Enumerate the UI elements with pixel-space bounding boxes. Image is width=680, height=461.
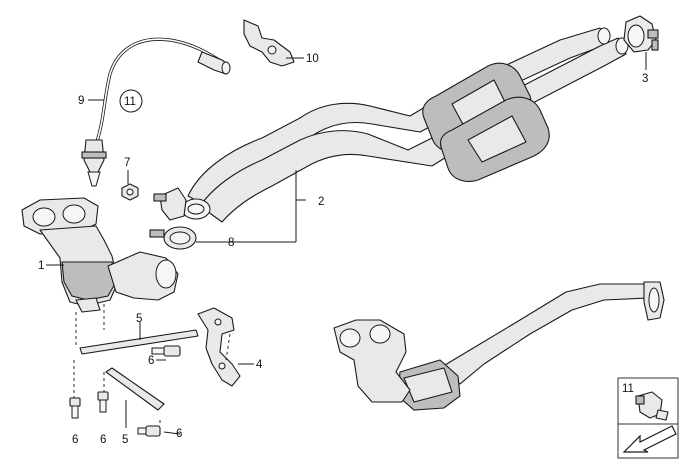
bolt-a[interactable] xyxy=(151,345,181,357)
bolt-c[interactable] xyxy=(97,391,109,413)
clip-icon xyxy=(635,391,669,421)
callout-11-circled: 11 xyxy=(119,89,143,113)
bolt-d[interactable] xyxy=(137,425,161,437)
callout-6-c: 6 xyxy=(100,434,106,446)
svg-text:11: 11 xyxy=(124,96,136,108)
support-strap-lower[interactable] xyxy=(105,367,165,411)
callout-9: 9 xyxy=(78,95,84,107)
callout-10: 10 xyxy=(306,53,319,65)
bolt-b[interactable] xyxy=(69,397,81,419)
callout-6-d: 6 xyxy=(176,428,182,440)
inset-panel: 11 xyxy=(617,377,679,459)
callout-6-b: 6 xyxy=(72,434,78,446)
pipe-clamp-upper[interactable] xyxy=(153,187,187,221)
front-pipe-assembly[interactable] xyxy=(181,27,629,223)
callout-7: 7 xyxy=(124,157,130,169)
callout-3: 3 xyxy=(642,73,648,85)
nut[interactable] xyxy=(121,183,139,201)
callout-8: 8 xyxy=(228,237,234,249)
callout-5-lower: 5 xyxy=(122,434,128,446)
support-bracket[interactable] xyxy=(197,307,241,387)
inset-label: 11 xyxy=(622,383,634,395)
arrow-icon xyxy=(622,425,677,453)
rear-manifold-pipe-assembly[interactable] xyxy=(333,281,665,411)
oxygen-sensor[interactable] xyxy=(81,37,231,187)
callout-5-upper: 5 xyxy=(136,313,142,325)
pipe-clamp-lower[interactable] xyxy=(149,226,197,250)
pipe-clamp-top-right[interactable] xyxy=(623,15,659,53)
support-strap-upper[interactable] xyxy=(79,329,199,355)
callout-1: 1 xyxy=(38,260,44,272)
callout-labels: 1 2 3 4 5 5 6 6 6 6 7 8 9 10 xyxy=(38,53,648,446)
leader-lines xyxy=(46,52,647,435)
callout-2: 2 xyxy=(318,196,324,208)
heat-shield-bracket[interactable] xyxy=(243,19,295,67)
callout-6-a: 6 xyxy=(148,355,154,367)
callout-4: 4 xyxy=(256,359,263,371)
manifold-catalytic-converter[interactable] xyxy=(21,197,179,313)
